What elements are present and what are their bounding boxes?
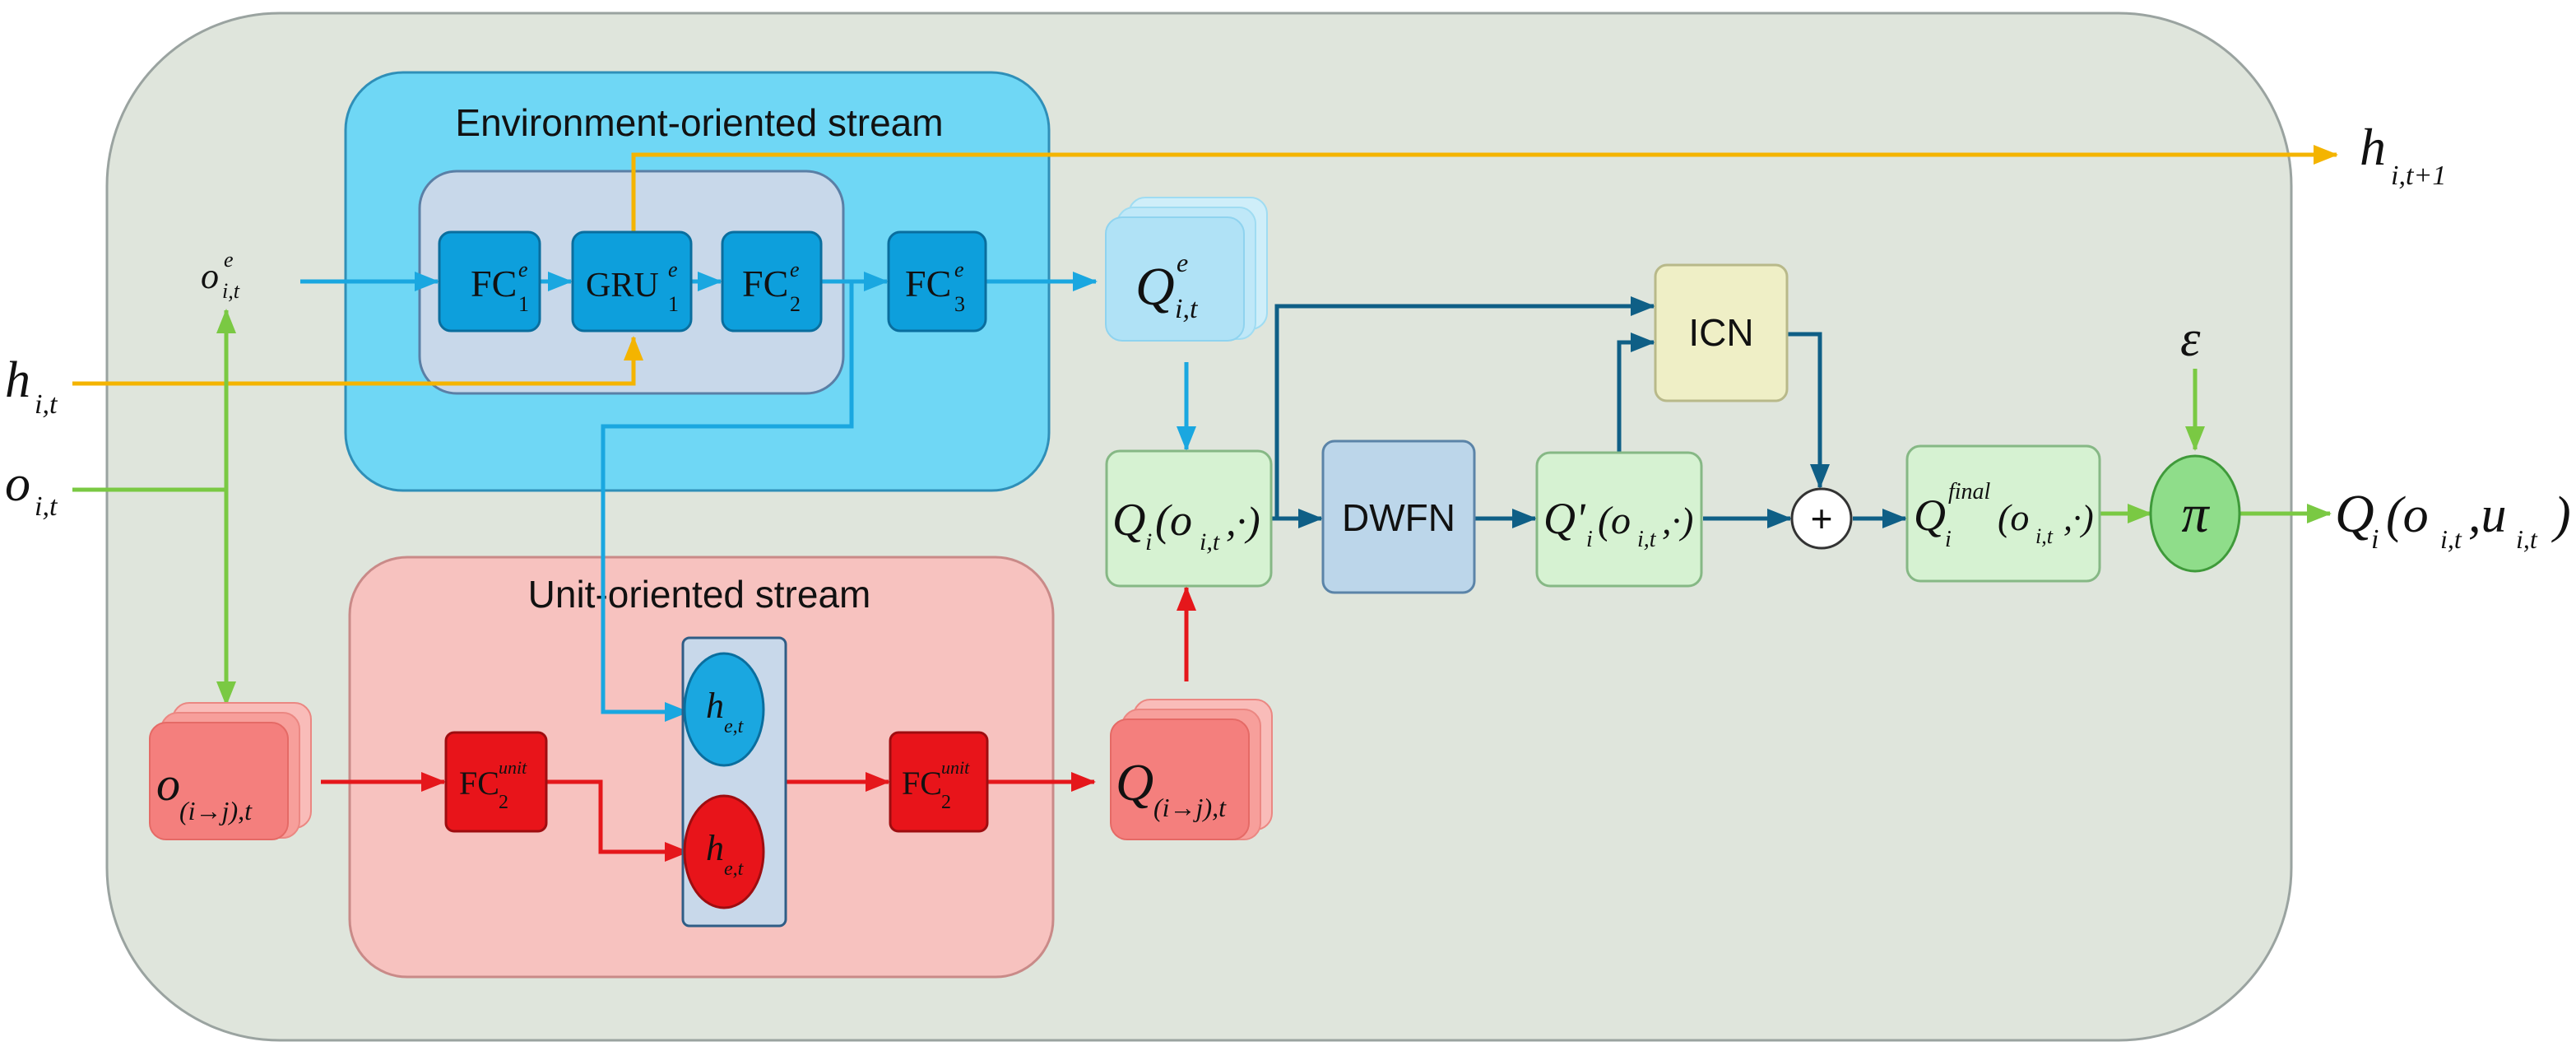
svg-text:FC: FC: [471, 263, 517, 305]
ounit-input-stack: o (i→j),t: [149, 702, 312, 840]
environment-stream-title: Environment-oriented stream: [455, 101, 943, 144]
svg-text:o: o: [5, 456, 30, 512]
qprime-to-icn-arrow: [1617, 333, 1655, 453]
svg-text:i: i: [1945, 527, 1952, 552]
svg-text:(o: (o: [1598, 499, 1631, 542]
epsilon-label: ε: [2180, 311, 2201, 367]
svg-text:i,t+1: i,t+1: [2391, 160, 2446, 191]
svg-text:unit: unit: [941, 757, 970, 778]
svg-text:i,t: i,t: [222, 279, 240, 303]
hidden-unit-circle: h e,t: [683, 794, 765, 909]
o-input-label: o i,t: [5, 456, 58, 522]
svg-text:i,t: i,t: [1637, 527, 1657, 552]
svg-text:,u: ,u: [2468, 487, 2507, 543]
svg-text:,·): ,·): [2063, 498, 2094, 538]
icn-block: ICN: [1654, 263, 1789, 402]
qunit-stack: Q (i→j),t: [1110, 699, 1273, 840]
fc2-to-hidden-arrow: [601, 281, 854, 722]
svg-text:(o: (o: [2386, 487, 2429, 543]
oe-input-label: o e i,t: [201, 248, 240, 303]
fca-to-hbot-arrow: [546, 779, 689, 862]
qi-node: Q i (o i,t ,·): [1105, 449, 1273, 588]
unit-stream-title: Unit-oriented stream: [528, 573, 871, 616]
h-input-arrow: [72, 336, 643, 386]
svg-text:Q: Q: [1135, 257, 1175, 317]
svg-text:e: e: [1177, 248, 1188, 277]
gru-env-layer: GRU e 1: [571, 230, 693, 333]
svg-text:,·): ,·): [1226, 498, 1260, 544]
svg-text:Q': Q': [1543, 494, 1586, 543]
fc3-env-layer: FC e 3: [887, 230, 987, 333]
svg-text:i,t: i,t: [35, 389, 58, 420]
qi-to-icn-arrow: [1274, 296, 1655, 519]
svg-text:Q: Q: [1112, 495, 1145, 546]
svg-text:1: 1: [668, 292, 679, 316]
svg-text:(i→j),t: (i→j),t: [1153, 793, 1227, 822]
svg-text:h: h: [2360, 118, 2386, 176]
svg-text:e: e: [224, 248, 234, 272]
icn-to-plus-arrow: [1787, 332, 1830, 489]
svg-text:2: 2: [790, 292, 801, 316]
svg-text:(o: (o: [1998, 496, 2029, 538]
svg-text:i: i: [2371, 524, 2379, 555]
h-input-label: h i,t: [5, 352, 58, 420]
svg-text:e,t: e,t: [724, 858, 745, 880]
svg-text:FC: FC: [902, 765, 942, 802]
svg-text:Q: Q: [2335, 484, 2374, 544]
svg-text:unit: unit: [499, 757, 527, 778]
svg-text:2: 2: [499, 792, 508, 813]
svg-text:(i→j),t: (i→j),t: [179, 796, 253, 825]
svg-text:h: h: [5, 352, 30, 408]
svg-text:1: 1: [518, 292, 529, 316]
svg-text:o: o: [156, 757, 180, 811]
svg-text:i,t: i,t: [2516, 524, 2538, 554]
svg-text:FC: FC: [905, 263, 951, 305]
svg-text:): ): [2551, 487, 2571, 543]
policy-node: π: [2149, 454, 2241, 573]
fc1-env-layer: FC e 1: [438, 230, 541, 333]
svg-text:i,t: i,t: [1200, 528, 1220, 556]
svg-text:o: o: [201, 256, 219, 296]
fc2-env-layer: FC e 2: [721, 230, 823, 333]
svg-text:(o: (o: [1155, 495, 1192, 545]
qfinal-node: Q i final (o i,t ,·): [1905, 444, 2101, 583]
svg-text:h: h: [706, 686, 724, 726]
svg-text:FC: FC: [742, 263, 788, 305]
hidden-env-circle: h e,t: [683, 652, 765, 767]
svg-text:,·): ,·): [1662, 500, 1693, 542]
h-next-arrow: [631, 145, 2338, 232]
svg-text:π: π: [2181, 484, 2210, 544]
svg-text:e: e: [518, 258, 528, 281]
svg-text:3: 3: [954, 292, 965, 316]
svg-text:2: 2: [941, 792, 951, 813]
svg-text:i,t: i,t: [2035, 524, 2054, 548]
qe-stack: Q e i,t: [1105, 197, 1268, 342]
dwfn-block: DWFN: [1321, 439, 1476, 594]
svg-text:i: i: [1586, 527, 1593, 552]
svg-text:ICN: ICN: [1688, 311, 1753, 354]
q-output: Q i (o i,t ,u i,t ): [2335, 484, 2571, 555]
qprime-node: Q' i (o i,t ,·): [1535, 451, 1703, 588]
svg-text:Q: Q: [1116, 753, 1153, 812]
svg-text:i,t: i,t: [1175, 294, 1199, 324]
svg-text:GRU: GRU: [586, 267, 659, 305]
svg-text:final: final: [1948, 479, 1991, 505]
fc-unit-layer-b: FC unit 2: [889, 731, 989, 833]
sum-node: +: [1790, 487, 1853, 550]
svg-text:Q: Q: [1914, 491, 1946, 540]
svg-text:DWFN: DWFN: [1342, 496, 1455, 539]
fc-unit-layer-a: FC unit 2: [444, 731, 548, 833]
svg-text:+: +: [1811, 497, 1833, 540]
svg-text:e: e: [668, 258, 678, 281]
h-next-output: h i,t+1: [2360, 118, 2446, 191]
svg-text:e,t: e,t: [724, 716, 745, 737]
svg-text:e: e: [790, 258, 800, 281]
svg-text:e: e: [954, 258, 964, 281]
svg-text:i: i: [1145, 528, 1152, 556]
svg-text:i,t: i,t: [35, 491, 58, 522]
svg-text:FC: FC: [459, 765, 499, 802]
svg-text:i,t: i,t: [2440, 524, 2462, 554]
svg-text:h: h: [706, 828, 724, 868]
